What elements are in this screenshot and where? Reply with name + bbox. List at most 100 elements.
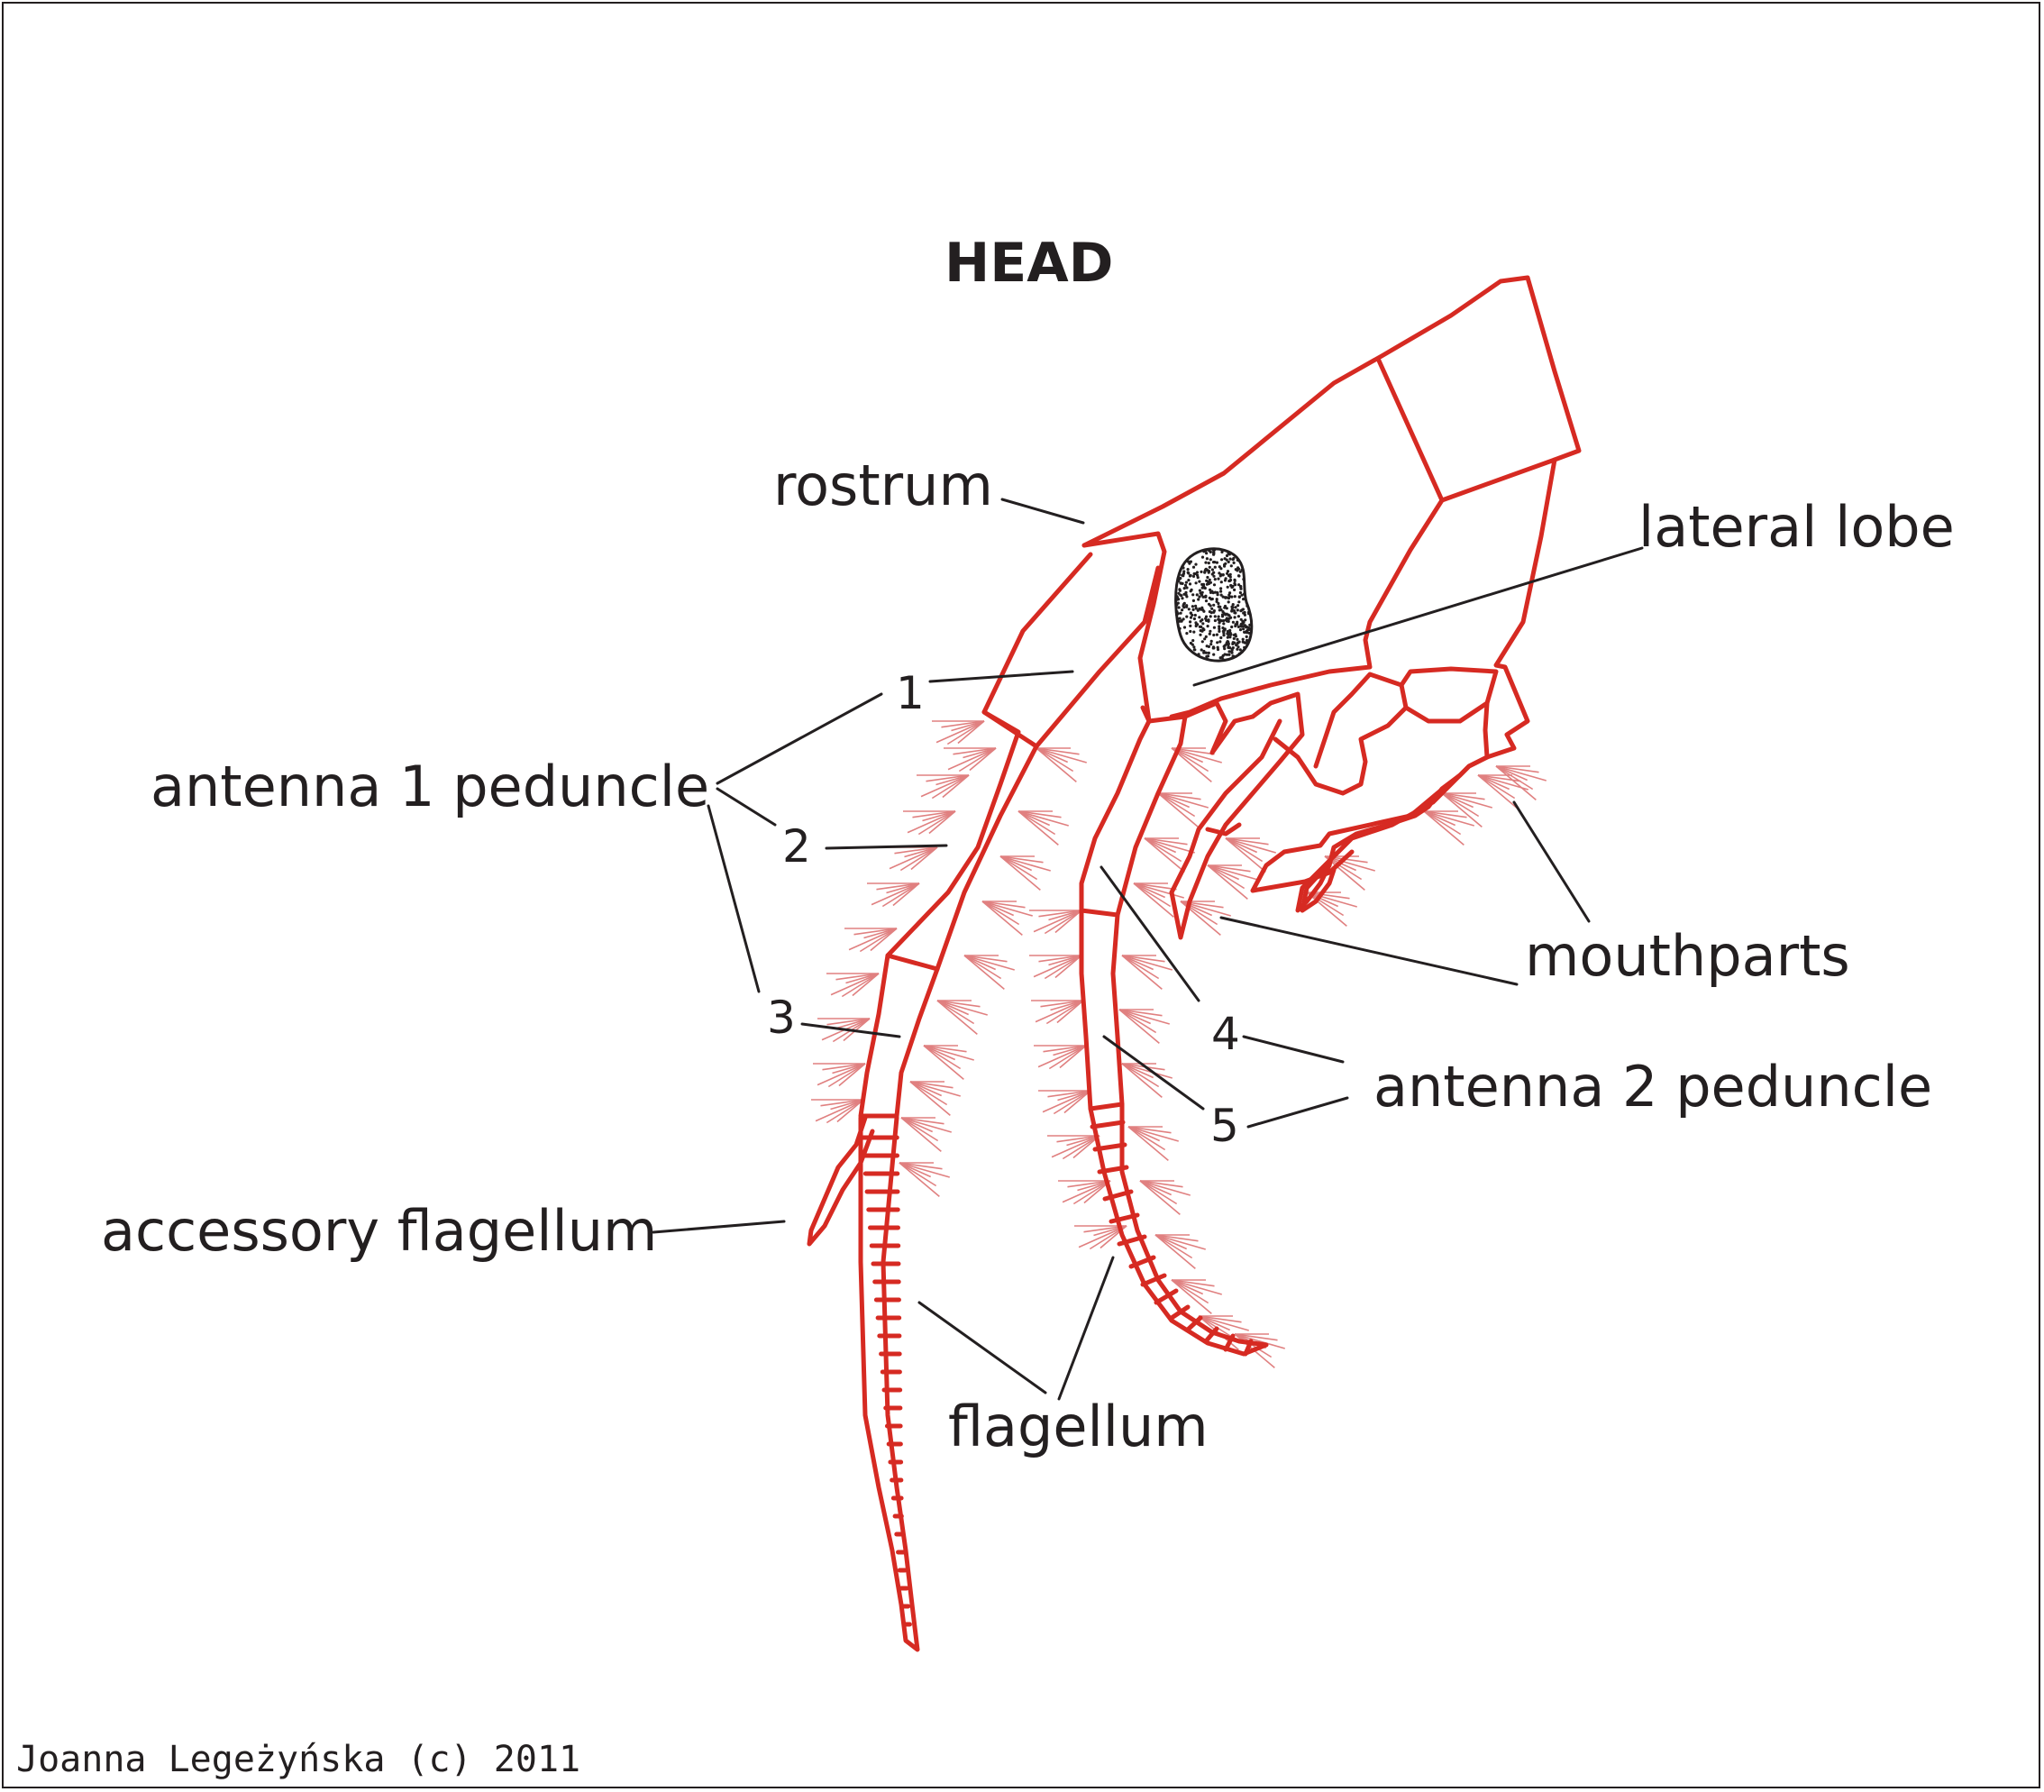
eye-dot: [1233, 581, 1236, 585]
leader-seg1: [928, 670, 1074, 683]
antenna2-peduncle-4: [1079, 714, 1188, 918]
copyright-credit: Joanna Legeżyńska (c) 2011: [16, 1739, 581, 1780]
seta: [1121, 1063, 1160, 1088]
seta: [1127, 1126, 1166, 1151]
eye-dot: [1222, 634, 1226, 637]
seta: [1144, 837, 1195, 854]
seta: [1139, 1180, 1173, 1196]
seta: [1017, 810, 1059, 846]
seta: [1441, 792, 1474, 809]
seta: [1036, 747, 1077, 782]
eye-dot: [1247, 612, 1251, 616]
eye-dot: [1179, 581, 1182, 585]
seta: [1121, 1063, 1173, 1079]
eye-dot: [1193, 648, 1197, 652]
eye-dot: [1189, 560, 1192, 563]
leader-lines: [652, 498, 1644, 1401]
eye-dot: [1188, 574, 1191, 578]
eye-dot: [1223, 557, 1227, 561]
eye-dot: [1202, 609, 1206, 613]
eye-dot: [1194, 604, 1198, 608]
eye-dot: [1241, 608, 1245, 611]
eye: [1174, 547, 1254, 663]
eye-dot: [1228, 635, 1232, 639]
eye-dot: [1240, 568, 1244, 571]
eye-dot: [1200, 629, 1204, 633]
eye-dot: [1182, 592, 1186, 596]
eye-dot: [1176, 601, 1180, 605]
seta: [922, 810, 956, 822]
eye-dot: [1211, 561, 1216, 564]
accessory-flagellum: [807, 1115, 875, 1247]
seta: [899, 1162, 950, 1178]
seta: [963, 955, 1008, 963]
eye-dot: [1243, 641, 1246, 645]
seta: [999, 855, 1038, 881]
eye-dot: [1243, 630, 1246, 635]
seta: [900, 1117, 934, 1133]
seta: [1133, 882, 1184, 899]
eye-dot: [1197, 598, 1200, 601]
seta: [1042, 1090, 1091, 1113]
flagellum-segment-line: [1128, 1255, 1156, 1269]
eye-dot: [1237, 567, 1241, 571]
seta: [1171, 1279, 1215, 1287]
eye-dot: [1182, 570, 1186, 573]
seta: [1017, 810, 1056, 836]
seta: [917, 810, 956, 836]
eye-dot: [1198, 580, 1201, 583]
leader-antenna1-to-1: [716, 692, 883, 785]
eye-dot: [1237, 652, 1241, 655]
flagellum-segment-line: [1169, 1304, 1191, 1321]
seta: [1127, 1126, 1169, 1161]
seta: [1423, 810, 1467, 818]
seta: [1144, 837, 1185, 873]
seta: [1048, 955, 1082, 966]
eye-dot: [1187, 579, 1191, 582]
seta: [1477, 774, 1519, 809]
eye-dot: [1239, 587, 1243, 590]
eye-dot: [1211, 645, 1216, 649]
eye-dot: [1207, 581, 1210, 586]
seta: [1441, 792, 1483, 827]
eye-dot: [1217, 617, 1220, 621]
eye-dot: [1215, 598, 1218, 601]
eye-dot: [1244, 618, 1247, 622]
eye-dot: [1218, 629, 1221, 634]
seta: [863, 928, 898, 939]
antenna1-peduncle-2: [885, 709, 1039, 972]
eye-dot: [1224, 618, 1227, 622]
seta: [900, 1117, 942, 1152]
eye-dot: [1225, 553, 1229, 558]
eye-dot: [1239, 609, 1243, 613]
seta: [1133, 882, 1166, 899]
seta: [820, 1099, 864, 1107]
antenna1-flagellum-segments: [860, 1135, 912, 1627]
eye-dot: [1231, 603, 1235, 607]
eye-dot: [1207, 562, 1210, 565]
eye-dot: [1222, 619, 1226, 623]
eye-dot: [1227, 642, 1230, 645]
seta: [1050, 1000, 1084, 1011]
seta: [999, 855, 1033, 872]
eye-dot: [1236, 615, 1240, 618]
seta: [1044, 955, 1082, 980]
seta: [1423, 810, 1474, 827]
seta: [963, 955, 1005, 990]
eye-dot: [1206, 657, 1209, 661]
eye-dot: [1178, 619, 1182, 623]
antenna-1: [807, 552, 1161, 1652]
eye-dot: [1219, 619, 1223, 623]
eye-dot: [1213, 618, 1217, 623]
antenna2-base: [1140, 700, 1255, 755]
seta: [1198, 1315, 1249, 1331]
seta: [1056, 1000, 1084, 1024]
eye-dot: [1209, 588, 1212, 592]
leader-antenna1-to-2: [716, 787, 777, 827]
eye-dot: [1226, 640, 1229, 644]
eye-dot: [1224, 562, 1227, 565]
seta: [1035, 1000, 1084, 1023]
seta: [1157, 792, 1191, 809]
eye-dot: [1242, 627, 1246, 631]
eye-dot: [1223, 604, 1227, 608]
